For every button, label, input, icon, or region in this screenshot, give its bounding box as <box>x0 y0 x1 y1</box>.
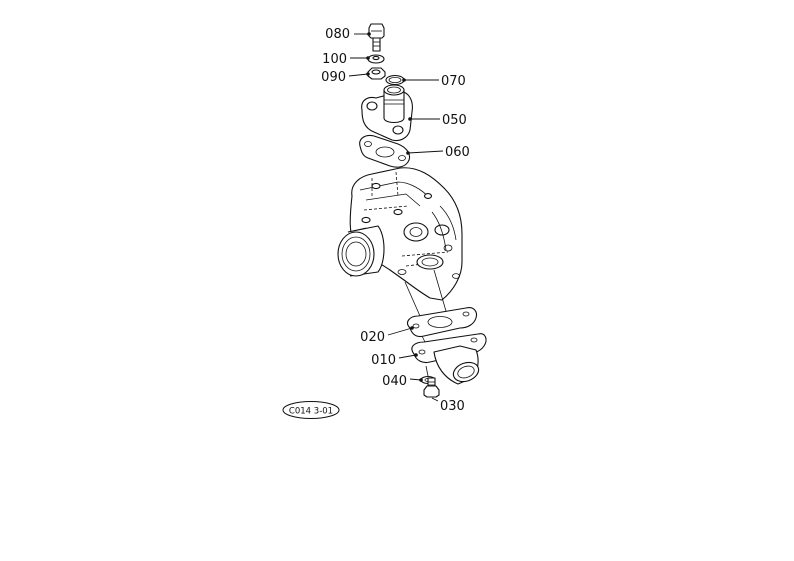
callout-090-label: 090 <box>321 70 346 85</box>
callout-090: 090 <box>321 70 370 85</box>
reference-code-badge: C014 3-01 <box>282 401 340 419</box>
callout-080-label: 080 <box>325 27 350 42</box>
callout-050: 050 <box>408 113 467 128</box>
callout-040: 040 <box>382 374 423 389</box>
bolt-080[interactable] <box>368 23 385 52</box>
reference-code-text: C014 3-01 <box>289 407 333 417</box>
callout-060-label: 060 <box>445 145 470 160</box>
callout-010-label: 010 <box>371 353 396 368</box>
o-ring-070[interactable] <box>385 74 405 86</box>
callout-040-label: 040 <box>382 374 407 389</box>
washer-100[interactable] <box>367 54 385 64</box>
bolt-030[interactable] <box>423 377 440 398</box>
outlet-fitting-010[interactable] <box>411 333 487 385</box>
callout-100: 100 <box>322 52 370 67</box>
callout-100-label: 100 <box>322 52 347 67</box>
housing <box>349 167 463 301</box>
callout-030-label: 030 <box>440 399 465 414</box>
callout-020: 020 <box>360 326 414 345</box>
flange-fitting-050[interactable] <box>361 84 413 142</box>
callout-050-label: 050 <box>442 113 467 128</box>
housing-inlet-spigot <box>337 225 385 277</box>
washer-090[interactable] <box>367 67 386 80</box>
callout-020-label: 020 <box>360 330 385 345</box>
callout-070: 070 <box>402 74 466 89</box>
callout-060: 060 <box>406 145 470 160</box>
callout-070-label: 070 <box>441 74 466 89</box>
gasket-060[interactable] <box>359 134 411 168</box>
gasket-020[interactable] <box>407 307 478 338</box>
callout-080: 080 <box>325 27 371 42</box>
callout-010: 010 <box>371 353 418 368</box>
callout-030: 030 <box>431 397 465 414</box>
